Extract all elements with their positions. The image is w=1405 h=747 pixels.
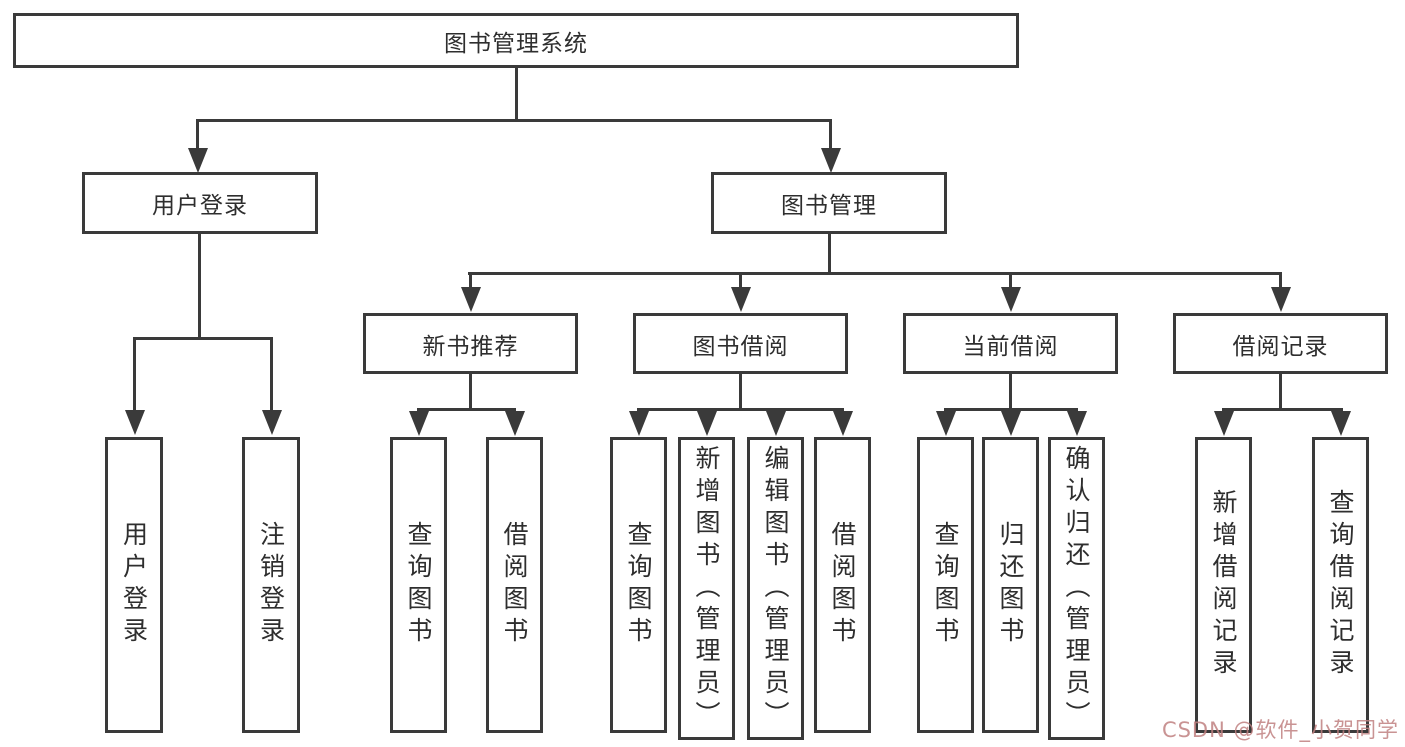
connector-line <box>739 374 742 408</box>
arrowhead-icon <box>697 411 717 436</box>
connector-line <box>1222 408 1225 412</box>
connector-line <box>1009 408 1012 412</box>
connector-line <box>1009 374 1012 408</box>
leaf-logout: 注销登录 <box>242 437 300 733</box>
arrowhead-icon <box>821 148 841 173</box>
arrowhead-icon <box>1214 411 1234 436</box>
arrowhead-icon <box>833 411 853 436</box>
arrowhead-icon <box>936 411 956 436</box>
arrowhead-icon <box>409 411 429 436</box>
connector-line <box>469 272 472 288</box>
leaf-current-return-books: 归还图书 <box>982 437 1039 733</box>
leaf-borrow-edit-books-admin: 编辑图书（管理员） <box>747 437 804 740</box>
connector-line <box>828 234 831 272</box>
leaf-records-query-record: 查询借阅记录 <box>1312 437 1369 733</box>
node-current-borrowing: 当前借阅 <box>903 313 1118 374</box>
leaf-rec-query-books: 查询图书 <box>390 437 447 733</box>
connector-line <box>774 408 777 412</box>
connector-line <box>417 408 516 411</box>
node-book-management: 图书管理 <box>711 172 947 234</box>
arrowhead-icon <box>461 287 481 312</box>
node-library-system: 图书管理系统 <box>13 13 1019 68</box>
arrowhead-icon <box>125 410 145 435</box>
connector-line <box>739 272 742 288</box>
connector-line <box>1009 272 1012 288</box>
csdn-watermark: CSDN @软件_小贺同学 <box>1161 718 1399 742</box>
node-borrowing-records: 借阅记录 <box>1173 313 1388 374</box>
connector-line <box>1222 408 1343 411</box>
connector-line <box>1279 374 1282 408</box>
connector-line <box>841 408 844 412</box>
arrowhead-icon <box>1001 411 1021 436</box>
connector-line <box>515 68 518 119</box>
leaf-borrow-add-books-admin: 新增图书（管理员） <box>678 437 735 740</box>
arrowhead-icon <box>731 287 751 312</box>
connector-line <box>198 234 201 337</box>
arrowhead-icon <box>629 411 649 436</box>
leaf-borrow-query-books: 查询图书 <box>610 437 667 733</box>
arrowhead-icon <box>766 411 786 436</box>
node-book-borrowing: 图书借阅 <box>633 313 848 374</box>
connector-line <box>705 408 708 412</box>
connector-line <box>196 119 199 149</box>
connector-line <box>468 272 1282 275</box>
node-user-login: 用户登录 <box>82 172 318 234</box>
connector-line <box>829 119 832 149</box>
leaf-current-confirm-return-admin: 确认归还（管理员） <box>1048 437 1105 740</box>
connector-line <box>637 408 640 412</box>
connector-line <box>944 408 947 412</box>
leaf-user-login: 用户登录 <box>105 437 163 733</box>
leaf-borrow-borrow-books: 借阅图书 <box>814 437 871 733</box>
connector-line <box>1339 408 1342 412</box>
connector-line <box>417 408 420 412</box>
connector-line <box>1075 408 1078 412</box>
arrowhead-icon <box>505 411 525 436</box>
connector-line <box>196 119 832 122</box>
node-new-book-recommendation: 新书推荐 <box>363 313 578 374</box>
arrowhead-icon <box>262 410 282 435</box>
connector-line <box>133 337 136 410</box>
leaf-records-add-record: 新增借阅记录 <box>1195 437 1252 733</box>
leaf-current-query-books: 查询图书 <box>917 437 974 733</box>
arrowhead-icon <box>1271 287 1291 312</box>
arrowhead-icon <box>188 148 208 173</box>
connector-line <box>270 337 273 410</box>
connector-line <box>513 408 516 412</box>
connector-line <box>637 408 844 411</box>
arrowhead-icon <box>1067 411 1087 436</box>
arrowhead-icon <box>1001 287 1021 312</box>
arrowhead-icon <box>1331 411 1351 436</box>
leaf-rec-borrow-books: 借阅图书 <box>486 437 543 733</box>
connector-line <box>1279 272 1282 288</box>
connector-line <box>133 337 273 340</box>
connector-line <box>469 374 472 408</box>
